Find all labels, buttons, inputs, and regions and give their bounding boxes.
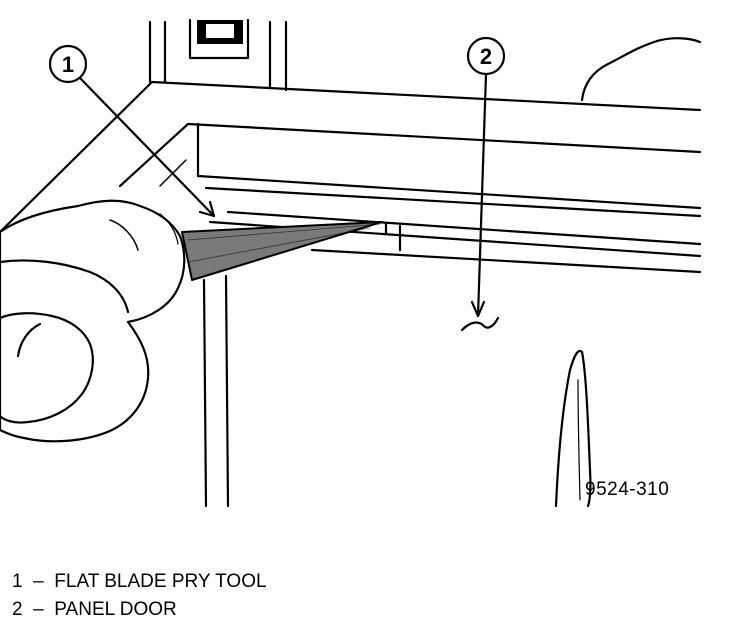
figure-number: 9524-310 [585,479,670,500]
callout-2: 2 [460,36,506,332]
callout-1-label: 1 [62,52,74,77]
legend-item-1: 1 – FLAT BLADE PRY TOOL [12,568,267,596]
legend: 1 – FLAT BLADE PRY TOOL 2 – PANEL DOOR [12,568,267,624]
window-frame [148,18,288,92]
door-left-edge [202,274,230,508]
legend-item-2-label: PANEL DOOR [54,599,177,620]
thumb-shape [554,349,592,508]
legend-item-2-separator: – [33,599,44,620]
hand-drawing [0,159,187,443]
legend-item-1-number: 1 [12,571,23,592]
callout-1: 1 [48,44,216,218]
pry-tool-illustration: 1 2 [0,18,702,508]
legend-item-1-label: FLAT BLADE PRY TOOL [54,571,267,592]
callout-2-label: 2 [480,44,492,69]
legend-item-1-separator: – [33,571,44,592]
legend-item-2: 2 – PANEL DOOR [12,596,267,624]
legend-item-2-number: 2 [12,599,23,620]
top-right-object [580,37,702,102]
flat-blade-pry-tool [181,221,383,281]
